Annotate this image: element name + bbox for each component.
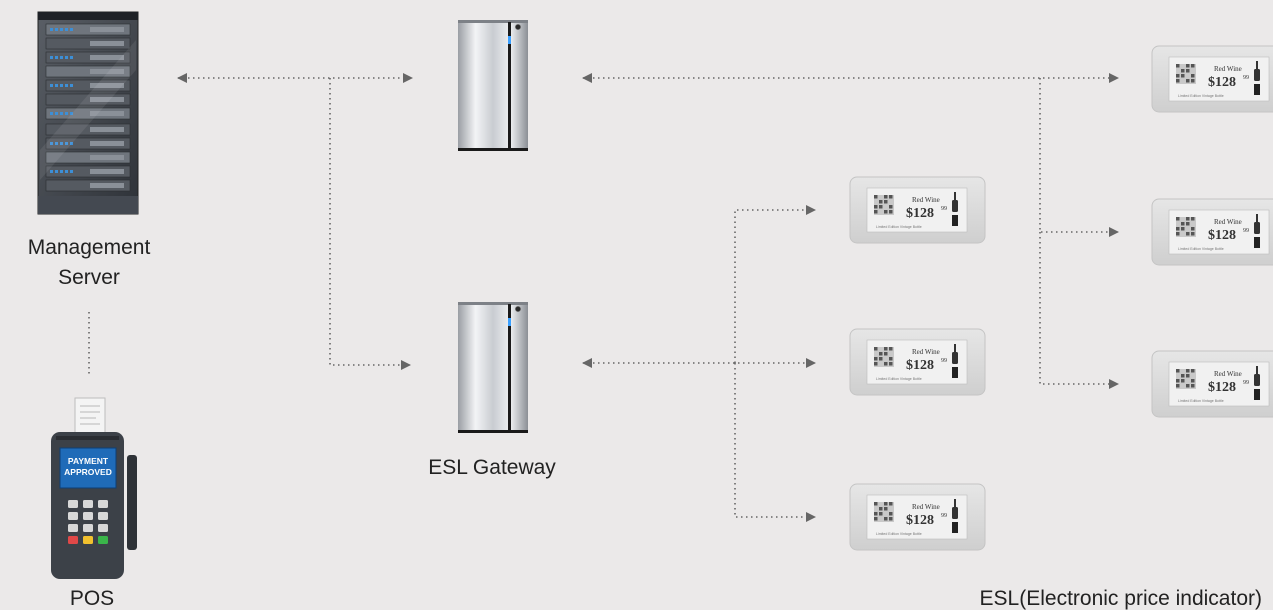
esl-branch-2 [1039, 78, 1119, 237]
esl-brand-text: Red Wine [1214, 370, 1242, 378]
esl-brand-text: Red Wine [912, 348, 940, 356]
pos-label: POS [70, 587, 114, 610]
server-to-gateway-connector [329, 78, 411, 370]
esl-fine-print: Limited Edition Vintage Bottle [876, 532, 922, 536]
esl-price-text: $128 [906, 513, 934, 528]
rack-unit [45, 37, 131, 50]
rack-unit [45, 151, 131, 164]
rack-unit [45, 107, 131, 120]
esl-price-cents: 99 [941, 513, 947, 519]
esl-fine-print: Limited Edition Vintage Bottle [1178, 247, 1224, 251]
esl-group-label: ESL(Electronic price indicator) [980, 587, 1262, 610]
esl-fine-print: Limited Edition Vintage Bottle [876, 377, 922, 381]
pos-key [98, 500, 108, 508]
pos-key [83, 524, 93, 532]
rack-unit [45, 79, 131, 92]
server-rack-icon [37, 11, 139, 215]
esl-price-text: $128 [1208, 380, 1236, 395]
esl-price-cents: 99 [1243, 75, 1249, 81]
esl-fine-print: Limited Edition Vintage Bottle [876, 225, 922, 229]
esl-price-cents: 99 [941, 206, 947, 212]
esl-branch-3 [1039, 232, 1119, 389]
esl-price-text: $128 [906, 358, 934, 373]
esl-price-text: $128 [1208, 75, 1236, 90]
esl-price-cents: 99 [1243, 380, 1249, 386]
rack-unit [45, 65, 131, 78]
esl-brand-text: Red Wine [1214, 65, 1242, 73]
esl-fine-print: Limited Edition Vintage Bottle [1178, 94, 1224, 98]
gateway-tower-icon [458, 20, 528, 151]
pos-key [68, 536, 78, 544]
pos-key [68, 524, 78, 532]
rack-unit [45, 165, 131, 178]
esl-price-text: $128 [1208, 228, 1236, 243]
connectors [88, 73, 1119, 522]
rack-unit [45, 51, 131, 64]
management-server-label-line2: Server [58, 266, 120, 289]
pos-key [68, 512, 78, 520]
management-server-label-line1: Management [28, 236, 151, 259]
esl-gateway-label: ESL Gateway [428, 456, 556, 479]
pos-key [98, 524, 108, 532]
rack-unit [45, 93, 131, 106]
rack-unit [45, 137, 131, 150]
pos-key [83, 512, 93, 520]
pos-key [83, 500, 93, 508]
rack-unit [45, 23, 131, 36]
esl-fine-print: Limited Edition Vintage Bottle [1178, 399, 1224, 403]
pos-key [68, 500, 78, 508]
pos-screen-line2: APPROVED [64, 467, 112, 477]
pos-key [83, 536, 93, 544]
esl-price-cents: 99 [941, 358, 947, 364]
gateway-branch-bottom [734, 363, 816, 522]
esl-brand-text: Red Wine [912, 196, 940, 204]
esl-price-cents: 99 [1243, 228, 1249, 234]
rack-unit [45, 123, 131, 136]
rack-unit [45, 179, 131, 192]
pos-screen-line1: PAYMENT [68, 456, 109, 466]
esl-brand-text: Red Wine [912, 503, 940, 511]
pos-key [98, 536, 108, 544]
gateway-tower-icon [458, 302, 528, 433]
esl-price-text: $128 [906, 206, 934, 221]
esl-brand-text: Red Wine [1214, 218, 1242, 226]
pos-key [98, 512, 108, 520]
pos-terminal-icon: PAYMENT APPROVED [51, 397, 137, 579]
gateway-branch-top [734, 205, 816, 363]
